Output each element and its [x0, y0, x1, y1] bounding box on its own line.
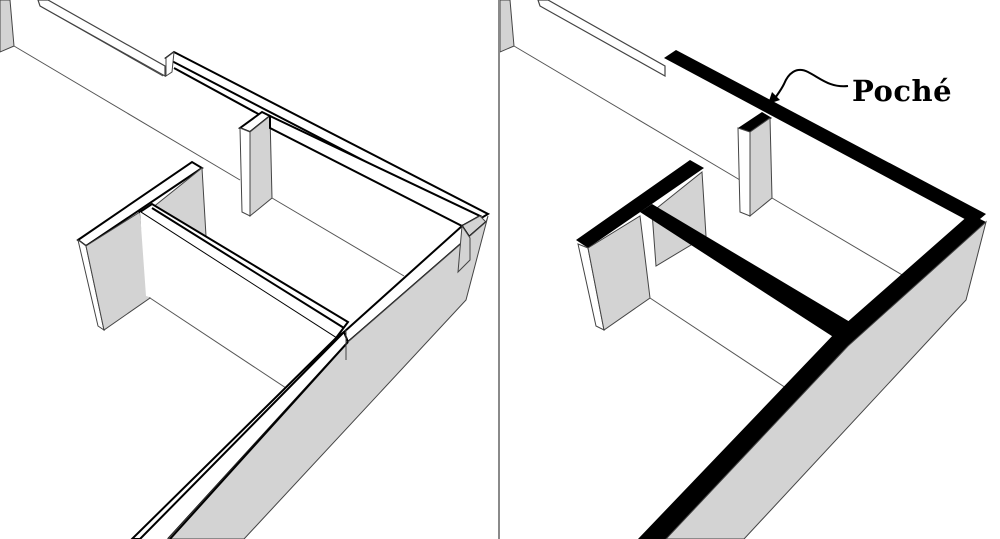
panel-outlined-walls: [0, 0, 491, 539]
panel-poche-walls: [500, 0, 1000, 539]
panel-divider: [498, 0, 500, 539]
wall-model-outlined: [0, 0, 491, 539]
curved-arrow-icon: [768, 68, 849, 104]
poche-callout-label: Poché: [852, 74, 953, 108]
wall-model-poche: [500, 0, 987, 539]
